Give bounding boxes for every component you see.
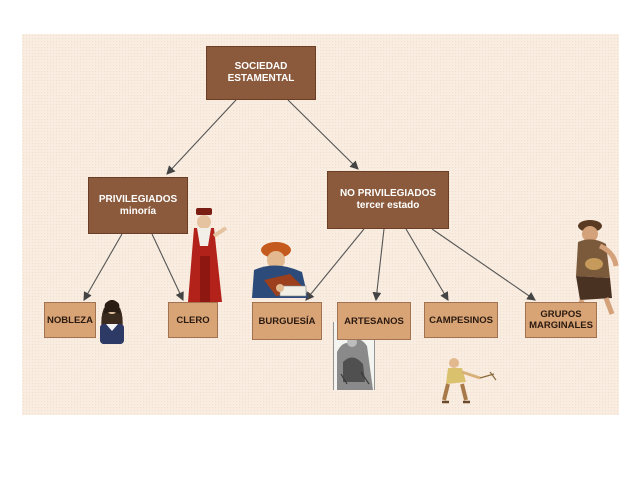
arrow-privileged-to-clero (151, 233, 184, 301)
nobleman-figure-foreground (100, 300, 124, 344)
node-clero: CLERO (168, 302, 218, 338)
clero-label: CLERO (176, 314, 210, 326)
root-label-line1: SOCIEDAD (234, 61, 288, 72)
privileged-label-line2: minoría (119, 205, 157, 217)
arrow-non-privileged-to-burguesia (305, 228, 365, 301)
non-privileged-label-line2: tercer estado (356, 200, 420, 211)
peasant-illustration (442, 358, 497, 404)
root-node-sociedad-estamental: SOCIEDAD ESTAMENTAL (206, 46, 316, 100)
node-privilegiados: PRIVILEGIADOS minoría (88, 177, 188, 234)
arrow-non-privileged-to-grupos (431, 228, 536, 301)
node-artesanos: ARTESANOS (337, 302, 411, 340)
arrow-root-to-privileged (166, 99, 237, 175)
burguesia-label: BURGUESÍA (258, 315, 316, 327)
campesinos-label: CAMPESINOS (429, 314, 493, 326)
node-nobleza: NOBLEZA (44, 302, 96, 338)
arrow-root-to-non-privileged (287, 99, 359, 170)
nobleza-label: NOBLEZA (47, 314, 93, 326)
non-privileged-label-line1: NO PRIVILEGIADOS (339, 188, 437, 199)
root-label-line2: ESTAMENTAL (227, 73, 295, 84)
diagram-panel (22, 34, 619, 415)
grupos-label-line2: MARGINALES (529, 320, 593, 331)
grupos-label-line1: GRUPOS (540, 309, 582, 320)
artesanos-label: ARTESANOS (344, 315, 404, 327)
arrow-privileged-to-nobleza (83, 233, 123, 301)
node-burguesia: BURGUESÍA (252, 302, 322, 340)
arrow-non-privileged-to-artesanos (372, 228, 385, 302)
beggar-boy-illustration (575, 220, 619, 317)
node-campesinos: CAMPESINOS (424, 302, 498, 338)
node-no-privilegiados: NO PRIVILEGIADOS tercer estado (327, 171, 449, 229)
merchant-illustration (252, 242, 308, 298)
privileged-label-line1: PRIVILEGIADOS (98, 193, 178, 205)
cardinal-illustration (188, 208, 228, 302)
node-grupos-marginales: GRUPOS MARGINALES (525, 302, 597, 338)
arrow-non-privileged-to-campesinos (405, 228, 449, 301)
